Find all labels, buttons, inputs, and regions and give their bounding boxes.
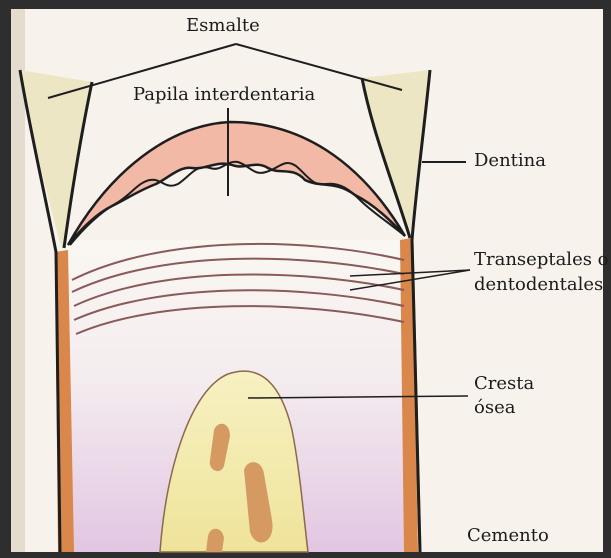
- papila-interdentaria-label: Papila interdentaria: [133, 85, 315, 105]
- esmalte-label: Esmalte: [186, 16, 260, 36]
- transeptales-label-line1: Transeptales o: [474, 250, 609, 270]
- cresta-label-line1: Cresta: [474, 374, 534, 394]
- dentina-label: Dentina: [474, 151, 546, 171]
- transeptales-label-line2: dentodentales: [474, 275, 603, 295]
- cresta-label-line2: ósea: [474, 398, 515, 418]
- cemento-label: Cemento: [467, 526, 549, 546]
